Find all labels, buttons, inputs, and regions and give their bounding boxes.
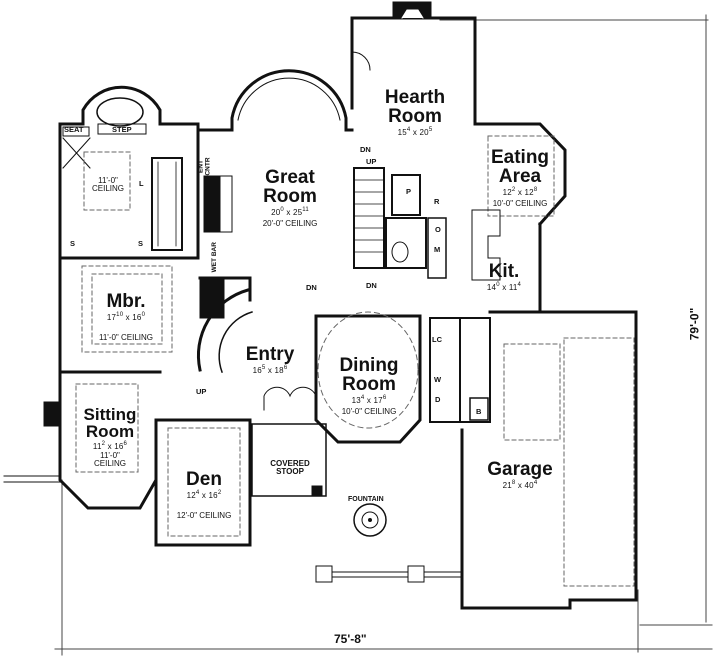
overall-depth-dimension: 79'-0" [687,307,702,341]
master-bedroom-walls [58,256,200,374]
great-room-ceiling: 20'-0" CEILING [262,219,318,228]
kitchen-label: Kit. 140 x 114 [474,262,534,292]
sitting-room-dimensions: 112 x 166 [92,441,128,451]
dimension-lines [54,14,713,656]
sitting-room-ceiling: 11'-0"CEILING [93,451,126,468]
hearth-room-dimensions: 154 x 205 [397,127,433,137]
microwave-label: M [434,245,441,254]
eating-area-ceiling: 10'-0" CEILING [492,199,548,208]
master-bedroom-dimensions: 1710 x 160 [106,312,146,322]
garage-label: Garage 218 x 404 [480,460,560,490]
eating-area-dimensions: 122 x 128 [502,187,538,197]
den-name: Den [186,469,222,490]
oven-label: O [435,225,441,234]
step-label: STEP [112,125,132,134]
hearth-room-walls [350,1,477,126]
den-ceiling: 12'-0" CEILING [176,511,232,520]
dining-room-walls [314,314,422,444]
master-bedroom-name: Mbr. [106,291,146,312]
linen-label: L [139,179,144,188]
garage-dimensions: 218 x 404 [502,480,538,490]
great-room-walls [198,69,354,132]
bench-label: B [476,407,482,416]
dn-great-room-label: DN [360,145,371,154]
refrigerator-label: R [434,197,440,206]
shelf-left-label: S [70,239,76,248]
up-curved-stair-label: UP [196,387,207,396]
den-label: Den 124 x 162 12'-0" CEILING [166,470,242,520]
dining-room-ceiling: 10'-0" CEILING [341,407,397,416]
seat-label: SEAT [64,125,84,134]
pantry-label: P [406,187,412,196]
entry-dimensions: 165 x 186 [252,365,288,375]
overall-width-dimension: 75'-8" [334,632,367,646]
dn-stair-rear-label: DN [366,281,377,290]
kitchen-dimensions: 140 x 114 [486,282,522,292]
dining-room-dimensions: 134 x 176 [351,395,387,405]
dryer-label: D [435,395,441,404]
entry-name: Entry [245,344,295,365]
eating-area-walls [473,122,567,227]
entry-label: Entry 165 x 186 [235,345,305,375]
master-bedroom-ceiling: 11'-0" CEILING [98,333,153,342]
great-room-dimensions: 200 x 2511 [271,207,309,217]
washer-label: W [434,375,442,384]
linen-closet-label: LC [432,335,442,344]
dn-hall-label: DN [306,283,317,292]
up-stair-rear-label: UP [366,157,377,166]
den-walls [154,418,252,547]
fountain-label: FOUNTAIN [348,496,384,503]
kitchen-name: Kit. [488,261,520,282]
garage-name: Garage [487,459,553,480]
den-dimensions: 124 x 162 [186,490,222,500]
master-bath-ceiling: 11'-0"CEILING [91,176,124,193]
master-bath-walls [58,85,200,260]
master-bedroom-label: Mbr. 1710 x 160 11'-0" CEILING [80,292,172,342]
garage-walls [460,310,638,610]
wet-bar-label: WET BAR [210,242,218,273]
shelf-right-label: S [138,239,144,248]
